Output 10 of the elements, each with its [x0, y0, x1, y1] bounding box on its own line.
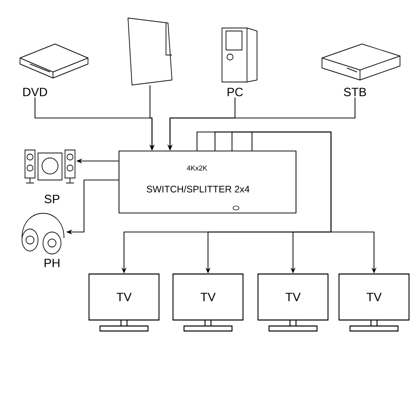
speakers-drawing: SP [24, 150, 76, 204]
dvd-drawing: DVD [20, 44, 88, 96]
console-drawing [128, 18, 172, 86]
tv-screen: TV [338, 274, 410, 332]
stb-drawing: STB [322, 44, 400, 96]
tv-screen: TV [172, 274, 244, 332]
pc-drawing: PC [222, 28, 258, 96]
headphones-drawing: PH [22, 212, 64, 268]
tv-screen: TV [88, 274, 160, 332]
tv-screen: TV [258, 274, 328, 332]
